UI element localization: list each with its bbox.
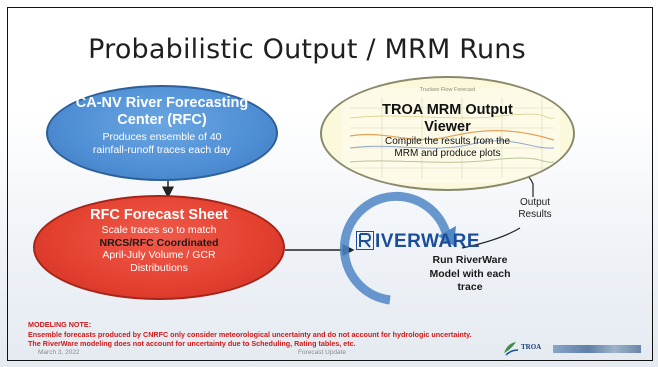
output-line-2: Results xyxy=(518,209,552,220)
footer-center: Forecast Update xyxy=(298,349,347,356)
viewer-text: TROA MRM Output Viewer Compile the resul… xyxy=(322,102,573,160)
run-line-2: Model with each xyxy=(429,267,511,280)
forecast-sheet-node: RFC Forecast Sheet Scale traces so to ma… xyxy=(33,195,285,300)
viewer-description: Compile the results from the MRM and pro… xyxy=(384,136,511,159)
troa-logo-icon xyxy=(504,342,519,356)
modeling-note: MODELING NOTE: Ensemble forecasts produc… xyxy=(28,320,648,349)
troa-logo: TROA xyxy=(501,339,641,357)
riverware-run-text: Run RiverWare Model with each trace xyxy=(415,254,525,295)
run-line-3: trace xyxy=(457,281,483,293)
viewer-chart-image xyxy=(342,88,560,183)
riverware-logo: IVERWARE xyxy=(356,231,480,253)
riverware-cycle-arrow xyxy=(339,191,456,305)
note-line-1: Ensemble forecasts produced by CNRFC onl… xyxy=(28,329,472,339)
slide-title: Probabilistic Output / MRM Runs xyxy=(88,34,526,65)
arrow-riverware-to-output xyxy=(461,227,521,249)
rfc-description: Produces ensemble of 40 rainfall-runoff … xyxy=(92,131,232,156)
forecast-line-3: April-July Volume / GCR xyxy=(102,249,216,261)
forecast-heading: RFC Forecast Sheet xyxy=(90,207,228,223)
output-line-1: Output xyxy=(519,197,551,208)
viewer-node: Truckee Flow Forecast TROA MRM Output Vi… xyxy=(320,76,575,191)
note-label: MODELING NOTE: xyxy=(28,320,92,329)
forecast-line-4: Distributions xyxy=(130,261,188,274)
output-results-label: Output Results xyxy=(505,197,565,221)
viewer-chart-caption: Truckee Flow Forecast xyxy=(419,87,476,93)
rfc-heading: CA-NV River Forecasting Center (RFC) xyxy=(75,95,249,128)
run-line-1: Run RiverWare xyxy=(432,254,508,266)
footer-date: March 3, 2022 xyxy=(38,349,80,356)
troa-logo-text: TROA xyxy=(521,343,542,351)
forecast-line-1: Scale traces so to match xyxy=(101,224,217,236)
riverware-r-icon xyxy=(356,231,374,250)
troa-logo-photo-strip xyxy=(553,345,641,353)
riverware-logo-text: IVERWARE xyxy=(375,231,481,252)
note-line-2: The RiverWare modeling does not account … xyxy=(28,339,356,348)
viewer-heading-1: TROA MRM Output xyxy=(382,102,513,118)
forecast-line-2: NRCS/RFC Coordinated xyxy=(99,236,219,249)
rfc-node: CA-NV River Forecasting Center (RFC) Pro… xyxy=(46,85,278,181)
slide-border xyxy=(7,7,653,361)
viewer-heading-2: Viewer xyxy=(424,119,471,135)
